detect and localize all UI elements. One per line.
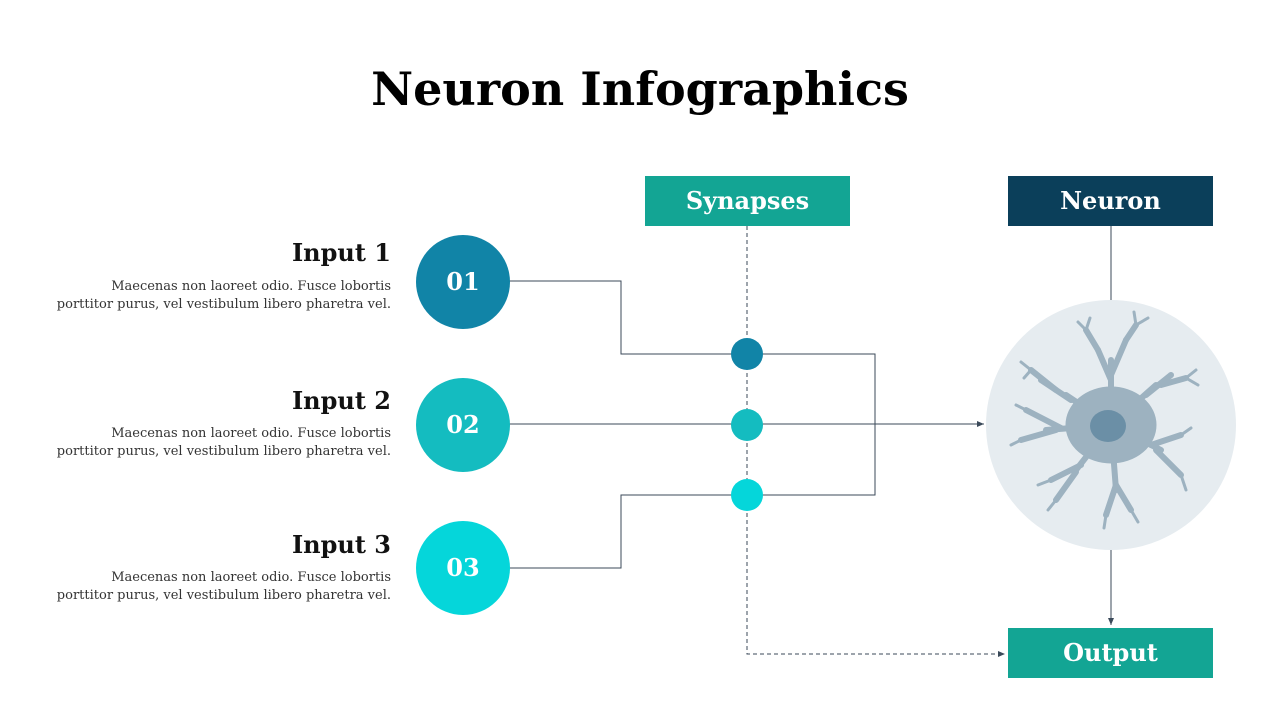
input-3-title: Input 3	[291, 530, 391, 559]
synapse-dot-1	[731, 338, 763, 370]
synapse-dot-2	[731, 409, 763, 441]
wire-input-3	[509, 424, 876, 569]
input-3-description: Maecenas non laoreet odio. Fusce loborti…	[56, 570, 391, 603]
synapses-box: Synapses	[645, 176, 850, 226]
input-2-title: Input 2	[291, 386, 391, 415]
synapses-dashed-line	[746, 226, 1005, 657]
nucleus	[1090, 410, 1126, 442]
neuron-box: Neuron	[1008, 176, 1213, 226]
synapse-dot-3	[731, 479, 763, 511]
input-1-circle: 01	[416, 235, 510, 329]
input-1-title: Input 1	[291, 238, 391, 267]
neuron-cell-icon	[1009, 310, 1200, 530]
input-1-description: Maecenas non laoreet odio. Fusce loborti…	[56, 279, 391, 312]
input-2-circle: 02	[416, 378, 510, 472]
wire-input-1	[509, 280, 876, 424]
input-2-description: Maecenas non laoreet odio. Fusce loborti…	[56, 426, 391, 459]
output-box: Output	[1008, 628, 1213, 678]
input-3-circle: 03	[416, 521, 510, 615]
page-title: Neuron Infographics	[371, 62, 909, 116]
